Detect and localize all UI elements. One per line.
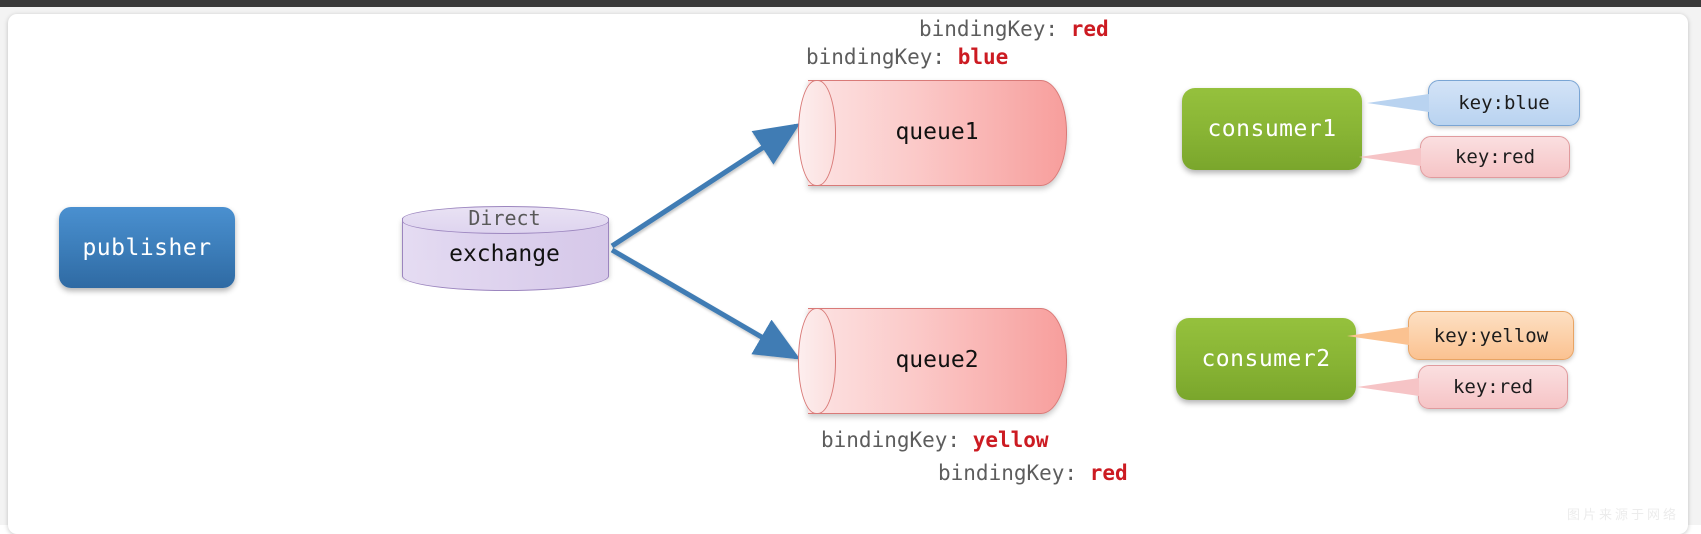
binding-key-label-queue1-red: bindingKey: red <box>919 17 1109 41</box>
binding-key-label-queue1-blue: bindingKey: blue <box>806 45 1008 69</box>
callout-bubble-label: key:red <box>1452 376 1534 398</box>
binding-key-prefix: bindingKey: <box>821 428 973 452</box>
callout-bubble-label: key:yellow <box>1433 324 1549 347</box>
bubble-tail-icon <box>1367 94 1429 112</box>
bubble-tail-icon <box>1347 326 1409 345</box>
node-queue1[interactable]: queue1 <box>798 80 1067 186</box>
queue1-cylinder-body <box>808 80 1067 186</box>
watermark-text: 图片来源于网络 <box>1566 508 1679 523</box>
binding-key-label-queue2-red: bindingKey: red <box>938 461 1128 485</box>
callout-bubble-label: key:red <box>1454 146 1536 168</box>
node-consumer2[interactable]: consumer2 <box>1176 318 1356 400</box>
queue2-cylinder-cap <box>798 308 836 414</box>
queue1-cylinder-cap <box>798 80 836 186</box>
callout-bubble-label: key:blue <box>1458 92 1550 114</box>
node-queue2-label: queue2 <box>895 347 979 373</box>
node-consumer2-label: consumer2 <box>1201 346 1331 372</box>
node-consumer1-label: consumer1 <box>1207 116 1337 142</box>
edge-exchange-queue1 <box>610 123 801 249</box>
node-publisher-label: publisher <box>82 234 212 261</box>
binding-key-value: yellow <box>972 428 1049 452</box>
binding-key-value: blue <box>957 45 1009 69</box>
node-consumer1[interactable]: consumer1 <box>1182 88 1362 170</box>
exchange-type-label: Direct <box>468 206 541 230</box>
bubble-tail-icon <box>1357 378 1419 396</box>
exchange-cylinder-top <box>402 206 609 234</box>
callout-bubble-consumer1-red: key:red <box>1359 136 1570 178</box>
binding-key-label-queue2-yellow: bindingKey: yellow <box>821 428 1049 452</box>
window-chrome-strip <box>0 0 1701 7</box>
binding-key-value: red <box>1070 17 1109 41</box>
exchange-cylinder-bottom <box>402 260 609 291</box>
callout-bubble-consumer2-yellow: key:yellow <box>1347 311 1574 360</box>
node-queue2[interactable]: queue2 <box>798 308 1067 414</box>
node-exchange[interactable]: Direct exchange <box>402 206 609 291</box>
callout-bubble-consumer2-red: key:red <box>1357 365 1568 409</box>
callout-bubble-consumer1-blue: key:blue <box>1367 80 1580 126</box>
binding-key-prefix: bindingKey: <box>806 45 958 69</box>
node-queue1-label: queue1 <box>895 119 979 145</box>
node-exchange-label: exchange <box>449 241 560 267</box>
queue2-cylinder-body <box>808 308 1067 414</box>
binding-key-prefix: bindingKey: <box>919 17 1071 41</box>
binding-key-prefix: bindingKey: <box>938 461 1090 485</box>
binding-key-value: red <box>1089 461 1128 485</box>
node-publisher[interactable]: publisher <box>59 207 235 288</box>
bubble-tail-icon <box>1359 148 1421 166</box>
edge-exchange-queue2 <box>610 247 801 360</box>
